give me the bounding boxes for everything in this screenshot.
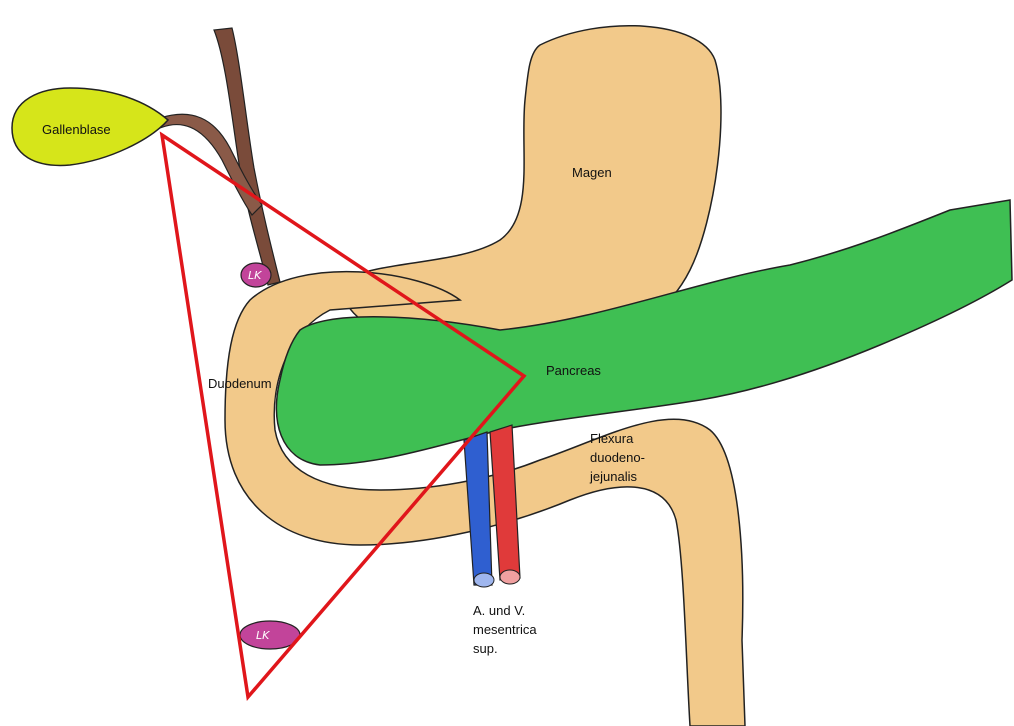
duodenum-label: Duodenum <box>208 376 272 391</box>
superior-mesenteric-vein <box>464 432 492 585</box>
vessels-label-2: mesentrica <box>473 622 537 637</box>
vessels-label-3: sup. <box>473 641 498 656</box>
superior-mesenteric-artery <box>490 425 520 580</box>
flexura-label-1: Flexura <box>590 431 634 446</box>
artery-lumen <box>500 570 520 584</box>
flexura-label-3: jejunalis <box>589 469 637 484</box>
gallbladder-label: Gallenblase <box>42 122 111 137</box>
lymph-node-upper-label: LK <box>248 269 262 282</box>
lymph-node-lower-label: LK <box>256 629 270 642</box>
stomach-label: Magen <box>572 165 612 180</box>
vessels-label-1: A. und V. <box>473 603 525 618</box>
pancreas-label: Pancreas <box>546 363 601 378</box>
flexura-label-2: duodeno- <box>590 450 645 465</box>
vein-lumen <box>474 573 494 587</box>
